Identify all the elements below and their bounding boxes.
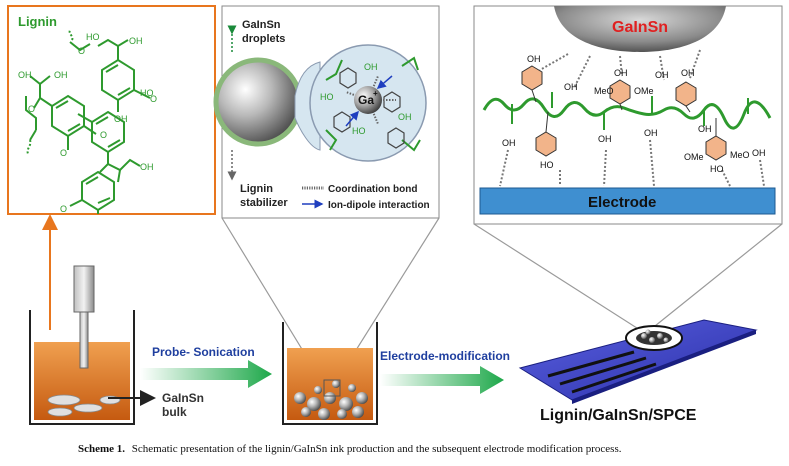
gainsn-droplet bbox=[554, 6, 726, 52]
bulk-label-line1: GaInSn bbox=[162, 391, 204, 405]
group-label: HO bbox=[320, 92, 334, 102]
group-label: O bbox=[28, 104, 35, 114]
polymer-backbone bbox=[482, 97, 772, 130]
zoom-box bbox=[323, 379, 341, 397]
ring-links bbox=[531, 89, 717, 136]
group-label: OMe bbox=[684, 152, 704, 162]
electrode-label: Electrode bbox=[588, 194, 656, 211]
group-label: HO bbox=[86, 32, 100, 42]
group-label: OMe bbox=[634, 86, 654, 96]
beaker1-glass bbox=[29, 310, 135, 425]
ga-ion bbox=[354, 86, 382, 114]
group-label: HO bbox=[540, 160, 554, 170]
legend-coordination: Coordination bond bbox=[328, 184, 417, 195]
bubble-groups: OH HO OH HO bbox=[320, 62, 412, 136]
lignin-fragments bbox=[325, 56, 421, 152]
group-label: OH bbox=[398, 112, 412, 122]
beaker2-glass bbox=[282, 322, 378, 425]
group-label: OH bbox=[614, 68, 628, 78]
group-label: OH bbox=[18, 70, 32, 80]
droplets-label-line1: GaInSn bbox=[242, 19, 281, 31]
electrode-panel: GaInSn Electrode bbox=[473, 5, 783, 225]
group-label: MeO bbox=[730, 150, 750, 160]
ion-charge: + bbox=[373, 89, 378, 98]
group-label: OH bbox=[129, 36, 143, 46]
ink-droplets bbox=[294, 380, 368, 420]
group-label: OH bbox=[364, 62, 378, 72]
polymer-branches bbox=[511, 92, 749, 130]
figure-caption: Scheme 1. Schematic presentation of the … bbox=[78, 443, 622, 455]
beaker-bulk bbox=[29, 265, 135, 425]
lignin-panel: Lignin bbox=[7, 5, 216, 215]
stabilizer-label-line2: stabilizer bbox=[240, 197, 288, 209]
group-label: O bbox=[60, 204, 67, 214]
spce-tracks bbox=[547, 350, 657, 394]
group-label: OH bbox=[644, 128, 658, 138]
group-label: HO bbox=[140, 88, 154, 98]
electrode-bar bbox=[479, 187, 776, 215]
spce-electrode bbox=[518, 319, 758, 404]
group-label: O bbox=[100, 130, 107, 140]
group-label: OH bbox=[598, 134, 612, 144]
group-label: O bbox=[78, 46, 85, 56]
spce-edge bbox=[572, 330, 756, 404]
bulk-label-line2: bulk bbox=[162, 405, 187, 419]
group-label: MeO bbox=[594, 86, 614, 96]
group-label: OH bbox=[54, 70, 68, 80]
legend-ion-dipole: Ion-dipole interaction bbox=[328, 200, 430, 211]
dashed-interactions bbox=[499, 49, 765, 187]
group-label: OH bbox=[752, 148, 766, 158]
lignin-structure bbox=[25, 29, 151, 214]
probe-tip bbox=[79, 311, 89, 369]
group-label: OH bbox=[655, 70, 669, 80]
electrode-groups: OH OH OH OH OH MeO OMe OH OH OH HO HO OM… bbox=[502, 54, 766, 174]
group-label: HO bbox=[710, 164, 724, 174]
group-label: OH bbox=[114, 114, 128, 124]
group-label: O bbox=[150, 94, 157, 104]
group-label: HO bbox=[352, 126, 366, 136]
beaker-ink bbox=[282, 322, 378, 425]
product-label: Lignin/GaInSn/SPCE bbox=[540, 407, 697, 424]
sonication-arrow bbox=[140, 360, 272, 388]
large-droplet bbox=[213, 57, 303, 147]
step1-label: Probe- Sonication bbox=[152, 345, 255, 359]
lignin-groups: HO OH OH OH HO OH OH O O O O O O bbox=[18, 32, 157, 214]
group-label: OH bbox=[527, 54, 541, 64]
modification-arrow bbox=[380, 366, 504, 394]
step2-label: Electrode-modification bbox=[380, 349, 510, 363]
lignin-title: Lignin bbox=[18, 14, 57, 29]
caption-prefix: Scheme 1. bbox=[78, 443, 125, 455]
metal-label: GaInSn bbox=[612, 19, 668, 36]
group-label: OH bbox=[140, 162, 154, 172]
group-label: OH bbox=[564, 82, 578, 92]
group-label: O bbox=[60, 148, 67, 158]
droplets-label-line2: droplets bbox=[242, 33, 285, 45]
droplets-panel: Ga + OH HO OH HO GaInSn droplets Lignin … bbox=[213, 5, 440, 219]
ion-label: Ga bbox=[358, 93, 374, 107]
group-label: OH bbox=[698, 124, 712, 134]
group-label: OH bbox=[681, 68, 695, 78]
stabilizer-label-line1: Lignin bbox=[240, 183, 273, 195]
ion-dipole-arrows bbox=[345, 75, 393, 127]
caption-text: Schematic presentation of the lignin/GaI… bbox=[132, 443, 622, 455]
spce-droplets bbox=[641, 329, 669, 343]
group-label: OH bbox=[502, 138, 516, 148]
sonication-probe bbox=[73, 265, 95, 313]
